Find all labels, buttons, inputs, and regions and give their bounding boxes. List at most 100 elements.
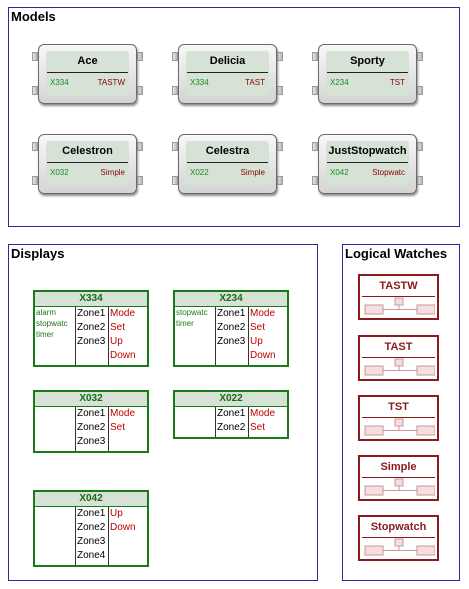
display-features-column [175, 407, 216, 437]
logical-watch-name: TST [388, 401, 409, 413]
logical-watch-box[interactable]: Stopwatch [358, 515, 439, 561]
logical-watch-box[interactable]: TAST [358, 335, 439, 381]
logical-watch-box[interactable]: TST [358, 395, 439, 441]
connector-nub [417, 176, 423, 185]
connector-nub [417, 52, 423, 61]
connector-nub [32, 176, 38, 185]
logical-watch-divider [362, 357, 435, 358]
logical-watch-divider [362, 296, 435, 297]
model-display-ref: X022 [190, 168, 209, 177]
logical-watch-name: TASTW [379, 280, 418, 292]
display-zone: Zone4 [77, 550, 106, 561]
display-button: Mode [110, 408, 136, 419]
model-divider [327, 72, 408, 73]
state-diagram-icon [364, 358, 435, 376]
model-logical-watch-ref: Simple [240, 168, 265, 177]
connector-nub [312, 142, 318, 151]
connector-nub [137, 52, 143, 61]
display-name: X234 [175, 292, 287, 307]
display-button: Set [110, 322, 126, 333]
display-button: Mode [250, 308, 276, 319]
display-button: Mode [110, 308, 136, 319]
connector-nub [137, 142, 143, 151]
connector-nub [417, 142, 423, 151]
connector-nub [277, 176, 283, 185]
display-button: Down [250, 350, 276, 361]
display-zone: Zone3 [77, 336, 106, 347]
logical-watch-name: TAST [384, 341, 413, 353]
model-divider [187, 72, 268, 73]
model-name: Delicia [209, 55, 246, 67]
model-display-ref: X032 [50, 168, 69, 177]
model-logical-watch-ref: TAST [245, 78, 265, 87]
display-feature: timer [36, 330, 54, 339]
model-display-ref: X334 [190, 78, 209, 87]
logical-watch-divider [362, 537, 435, 538]
logical-watch-divider [362, 477, 435, 478]
connector-nub [312, 86, 318, 95]
state-diagram-icon [364, 418, 435, 436]
display-button: Down [110, 350, 136, 361]
model-logical-watch-ref: TASTW [97, 78, 125, 87]
display-button: Set [110, 422, 126, 433]
display-zone: Zone1 [77, 408, 106, 419]
display-zone: Zone2 [217, 422, 246, 433]
display-feature: alarm [36, 308, 57, 317]
display-name: X032 [35, 392, 147, 407]
display-zone: Zone1 [217, 308, 246, 319]
model-name: Ace [77, 55, 98, 67]
display-zone: Zone2 [77, 522, 106, 533]
logical-watch-name: Stopwatch [370, 521, 427, 533]
display-zone: Zone3 [217, 336, 246, 347]
display-zone: Zone2 [217, 322, 246, 333]
model-logical-watch-ref: Simple [100, 168, 125, 177]
display-button: Down [110, 522, 136, 533]
model-divider [47, 162, 128, 163]
models-panel-title: Models [11, 9, 56, 24]
display-zone: Zone2 [77, 422, 106, 433]
display-zone: Zone1 [217, 408, 246, 419]
connector-nub [32, 142, 38, 151]
display-name: X334 [35, 292, 147, 307]
state-diagram-icon [364, 478, 435, 496]
logical-watch-box[interactable]: Simple [358, 455, 439, 501]
display-button: Set [250, 322, 266, 333]
logical-watches-panel-title: Logical Watches [345, 246, 448, 261]
display-features-column [35, 507, 76, 565]
model-name: Celestron [62, 145, 113, 157]
display-features-column [35, 407, 76, 451]
model-logical-watch-ref: Stopwatc [372, 168, 405, 177]
model-display-ref: X042 [330, 168, 349, 177]
display-zone: Zone1 [77, 308, 106, 319]
display-button: Up [110, 336, 123, 347]
logical-watch-box[interactable]: TASTW [358, 274, 439, 320]
connector-nub [312, 176, 318, 185]
connector-nub [277, 52, 283, 61]
display-zone: Zone3 [77, 536, 106, 547]
state-diagram-icon [364, 538, 435, 556]
